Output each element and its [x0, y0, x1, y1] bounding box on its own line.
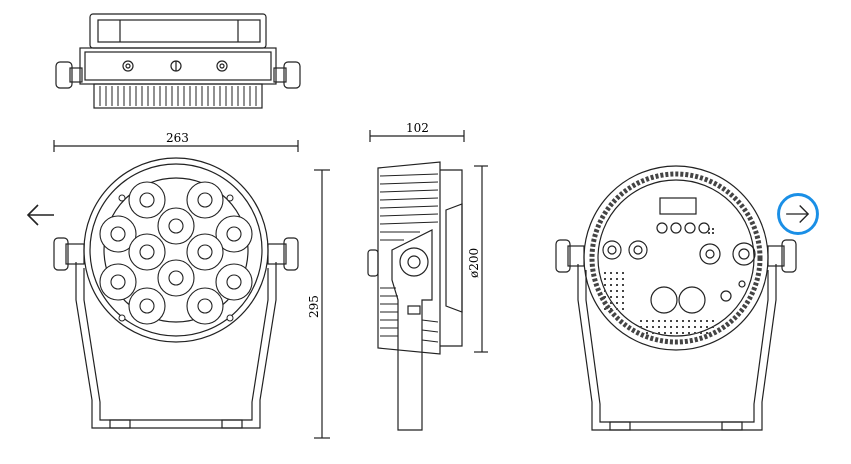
side-view: [367, 130, 488, 431]
prev-image-button[interactable]: [18, 193, 62, 237]
back-view: [555, 165, 797, 431]
dim-depth-label: 102: [406, 121, 429, 135]
arrow-right-icon: [777, 193, 819, 235]
dim-diameter-label: ø200: [467, 248, 481, 278]
dim-width-label: 263: [166, 131, 189, 145]
next-image-button[interactable]: [776, 192, 828, 244]
arrow-left-icon: [26, 204, 54, 226]
front-view: [53, 140, 330, 439]
dim-height-label: 295: [307, 295, 321, 318]
highlight-ring: [777, 193, 819, 235]
